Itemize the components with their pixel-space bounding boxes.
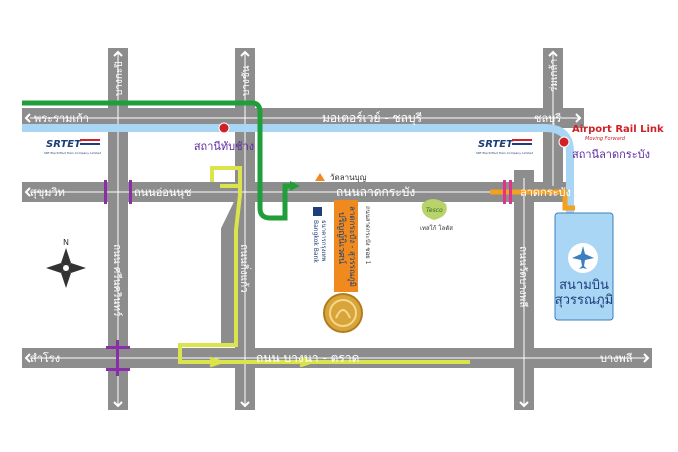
road-label-wat-bang-phli: ถนนวัดบางพลี (517, 246, 529, 307)
road-label-kingkaew: ถนนกิ่งแก้ว (238, 244, 252, 293)
poi-temple-label: วัดลานบุญ (330, 173, 367, 182)
bank-icon (313, 207, 322, 216)
road-label-bangchan: บางชัน (241, 65, 252, 96)
road-label-rama9: พระรามเก้า (34, 112, 89, 125)
road-label-latkrabang: ลาดกระบัง (520, 186, 571, 199)
mall-banner (334, 200, 358, 292)
road-label-samrong: สำโรง (30, 351, 60, 365)
srtet-text-right: SRTET (478, 139, 514, 150)
station-label-tubchang: สถานีทับช้าง (194, 140, 254, 153)
compass-icon: N (46, 238, 86, 288)
srtet-logo-left: SRTET SRT Electrified Train Company Limi… (44, 139, 101, 155)
poi-tesco-label: เทสโก้ โลตัส (420, 224, 453, 232)
road-label-latkrabang-road: ถนนลาดกระบัง (336, 185, 415, 199)
airplane-icon (572, 246, 594, 269)
station-label-latkrabang: สถานีลาดกระบัง (572, 148, 650, 161)
junction-bangna (106, 340, 130, 376)
road-label-romklao: ร่มเกล้า (548, 59, 560, 92)
road-label-onnut: ถนนอ่อนนุช (134, 186, 191, 199)
road-label-motorway: มอเตอร์เวย์ - ชลบุรี (322, 111, 423, 126)
airport-label-line1: สนามบิน (559, 278, 609, 293)
station-marker-latkrabang (558, 136, 570, 148)
poi-tesco-logo: Tesco (426, 207, 443, 214)
route-orange (490, 189, 575, 211)
airport-rail-link-brand: Airport Rail Link (572, 124, 664, 135)
road-label-srinakarin: ถนน ศรีนครินทร์ (111, 244, 123, 317)
route-green (22, 100, 295, 221)
junction-onnut (104, 180, 132, 204)
compass-north: N (63, 238, 69, 247)
station-marker-tubchang (218, 122, 230, 134)
poi-bank-en: Bangkok Bank (312, 220, 319, 263)
route-green-arrow (290, 181, 300, 191)
srtet-sub-left: SRT Electrified Train Company Limited (44, 151, 101, 155)
road-label-bangphli: บางพลี (600, 352, 633, 365)
poi-bank-th: ธนาคารกรุงเทพ (320, 220, 327, 262)
airport-rail-link-tagline: Moving Forward (585, 136, 626, 142)
srtet-logo-right: SRTET SRT Electrified Train Company Limi… (476, 139, 533, 155)
srtet-sub-right: SRT Electrified Train Company Limited (476, 151, 533, 155)
poi-soi-label: ถนนลาดกระบัง ซอย 1 (364, 206, 371, 265)
srtet-text-left: SRTET (46, 139, 82, 150)
tesco-leaf-icon (421, 199, 447, 220)
road-label-bangkapi: บางกะปิ (114, 61, 125, 96)
road-label-bangna-trad: ถนน บางนา - ตราด (256, 351, 359, 365)
poi-mall-line2: ลาดกระบัง - สุวรรณภูมิ (347, 206, 357, 287)
road-label-sukhumvit: สุขุมวิท (30, 186, 65, 199)
junction-latkrabang (503, 180, 512, 204)
airport-label-line2: สุวรรณภูมิ (555, 293, 613, 308)
temple-icon (315, 173, 325, 181)
poi-mall-line1: ปริญญ์นิเวศน์ (336, 212, 348, 264)
road-label-chonburi: ชลบุรี (534, 112, 561, 125)
route-yellow (178, 166, 470, 364)
route-airport-rail-link (22, 124, 574, 218)
